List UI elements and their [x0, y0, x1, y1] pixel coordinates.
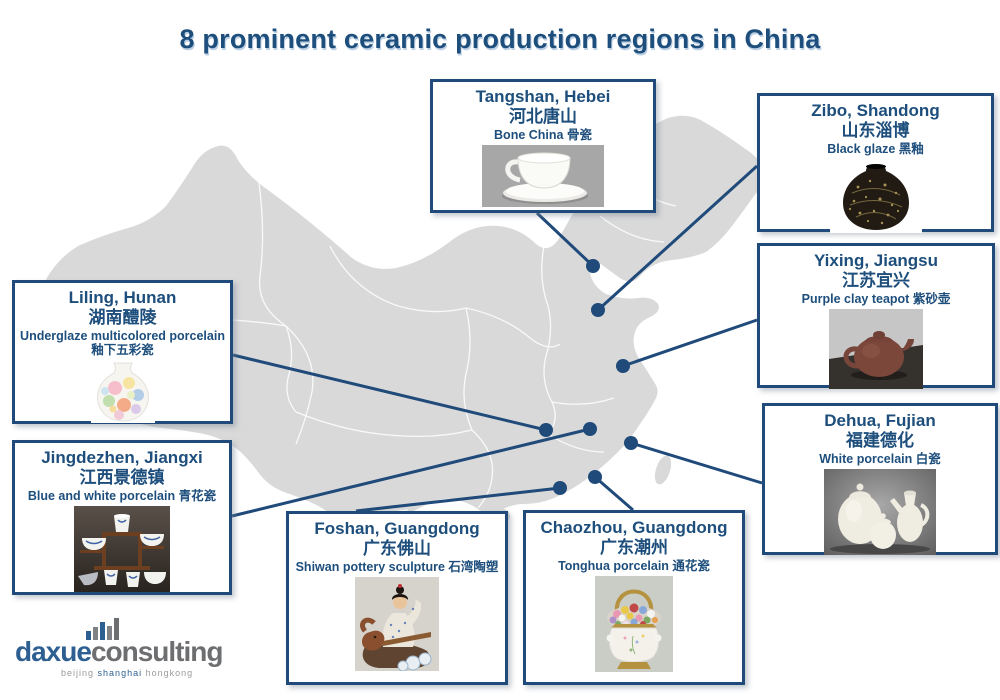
region-product: Tonghua porcelain 通花瓷 — [558, 558, 710, 573]
purple-clay-teapot-image — [829, 309, 923, 390]
region-card-yixing: Yixing, Jiangsu 江苏宜兴 Purple clay teapot … — [757, 243, 995, 390]
location-dot-chaozhou — [588, 470, 602, 484]
white-porcelain-vessels-image — [824, 469, 936, 556]
region-city: Tangshan, Hebei — [475, 87, 611, 106]
region-city: Dehua, Fujian — [824, 411, 936, 430]
region-chinese: 江西景德镇 — [79, 467, 165, 487]
taiwan-island — [654, 455, 672, 485]
region-city: Zibo, Shandong — [811, 101, 940, 120]
shiwan-pottery-figurine-image — [355, 577, 439, 672]
region-chinese: 广东佛山 — [363, 538, 431, 558]
logo-bar-chart-icon — [86, 618, 119, 640]
region-card-jingdezhen: Jingdezhen, Jiangxi 江西景德镇 Blue and white… — [12, 440, 232, 595]
logo-tagline: beijing shanghai hongkong — [61, 668, 193, 678]
connector-jingdezhen — [231, 427, 591, 518]
tonghua-flower-basket-image — [595, 576, 673, 673]
region-chinese: 广东潮州 — [600, 537, 668, 557]
tagline-shanghai: shanghai — [97, 668, 143, 678]
tagline-hongkong: hongkong — [145, 668, 194, 678]
region-product: White porcelain 白瓷 — [819, 451, 941, 466]
region-card-tangshan: Tangshan, Hebei 河北唐山 Bone China 骨瓷 — [430, 79, 656, 213]
region-city: Chaozhou, Guangdong — [540, 518, 728, 537]
province-borders — [91, 175, 677, 529]
connector-foshan — [355, 486, 561, 513]
region-city: Jingdezhen, Jiangxi — [41, 448, 203, 467]
region-product: Black glaze 黑釉 — [827, 141, 924, 156]
daxue-consulting-logo: daxueconsulting beijing shanghai hongkon… — [15, 614, 265, 686]
region-product: Bone China 骨瓷 — [494, 127, 592, 142]
blue-white-porcelain-set-image — [74, 506, 170, 593]
region-chinese: 福建德化 — [846, 430, 914, 450]
underglaze-multicolored-vase-image — [90, 360, 155, 423]
connector-lines — [231, 164, 763, 518]
bone-china-teacup-image — [482, 145, 604, 208]
connector-dehua — [630, 441, 763, 485]
connector-chaozhou — [594, 475, 634, 512]
location-dot-zibo — [591, 303, 605, 317]
logo-wordmark: daxueconsulting — [15, 636, 224, 667]
page-title: 8 prominent ceramic production regions i… — [179, 24, 821, 54]
region-product: Shiwan pottery sculpture 石湾陶塑 — [295, 559, 499, 574]
region-card-liling: Liling, Hunan 湖南醴陵 Underglaze multicolor… — [12, 280, 233, 424]
connector-tangshan — [535, 211, 595, 268]
region-chinese: 江苏宜兴 — [842, 270, 910, 290]
location-dot-dehua — [624, 436, 638, 450]
region-card-dehua: Dehua, Fujian 福建德化 White porcelain 白瓷 — [762, 403, 998, 556]
region-product: Underglaze multicolored porcelain 釉下五彩瓷 — [20, 328, 225, 358]
logo-text-daxue: daxue — [15, 636, 92, 667]
tagline-beijing: beijing — [61, 668, 95, 678]
region-city: Yixing, Jiangsu — [813, 251, 939, 270]
connector-yixing — [622, 318, 758, 368]
location-dot-yixing — [616, 359, 630, 373]
location-dot-tangshan — [586, 259, 600, 273]
china-map-outline — [40, 115, 765, 531]
location-dots — [539, 259, 638, 495]
region-card-zibo: Zibo, Shandong 山东淄博 Black glaze 黑釉 — [757, 93, 994, 234]
black-glaze-jar-image — [829, 159, 922, 234]
region-product: Purple clay teapot 紫砂壶 — [801, 291, 951, 306]
connector-liling — [232, 353, 547, 432]
location-dot-liling — [539, 423, 553, 437]
region-card-chaozhou: Chaozhou, Guangdong 广东潮州 Tonghua porcela… — [523, 510, 745, 685]
region-city: Liling, Hunan — [68, 288, 177, 307]
region-chinese: 湖南醴陵 — [88, 307, 157, 327]
region-product: Blue and white porcelain 青花瓷 — [27, 488, 217, 503]
region-card-foshan: Foshan, Guangdong 广东佛山 Shiwan pottery sc… — [286, 511, 508, 685]
location-dot-foshan — [553, 481, 567, 495]
region-chinese: 山东淄博 — [841, 120, 910, 140]
region-chinese: 河北唐山 — [509, 106, 577, 126]
location-dot-jingdezhen — [583, 422, 597, 436]
logo-text-consulting: consulting — [90, 636, 224, 667]
region-city: Foshan, Guangdong — [314, 519, 480, 538]
connector-zibo — [596, 164, 759, 312]
